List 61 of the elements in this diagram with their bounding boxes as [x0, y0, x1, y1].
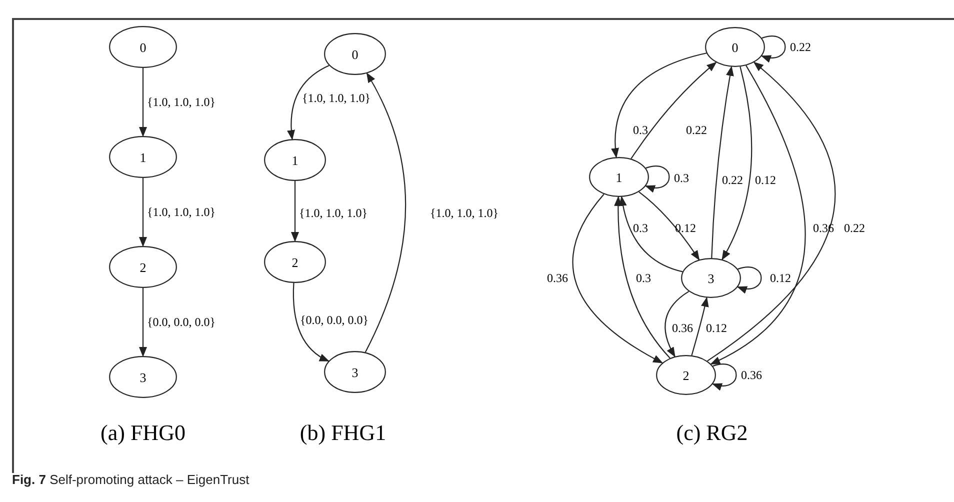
node-label: 0	[732, 40, 738, 54]
subfigure-caption: (c) RG2	[676, 422, 748, 444]
node-label: 0	[352, 48, 358, 60]
edge-label: {1.0, 1.0, 1.0}	[430, 207, 499, 219]
arrow	[572, 194, 664, 364]
arrow	[760, 36, 786, 62]
edge-label: 0.36	[547, 272, 568, 284]
node-label: 3	[352, 366, 358, 378]
edge-label: 0.12	[770, 272, 791, 284]
edge-label: 0.22	[722, 174, 743, 186]
edge-label: 0.22	[790, 41, 811, 53]
edge-label: 0.22	[844, 222, 865, 234]
subfigure-caption: (b) FHG1	[300, 422, 386, 444]
edge-label: {1.0, 1.0, 1.0}	[147, 206, 216, 218]
edge-label: 0.12	[706, 322, 727, 334]
node-label: 1	[292, 154, 298, 166]
node-label: 3	[708, 272, 714, 284]
edge-label: 0.22	[686, 124, 707, 136]
edge-label: {0.0, 0.0, 0.0}	[147, 316, 216, 328]
edge-label: 0.36	[741, 369, 762, 381]
edge-label: {1.0, 1.0, 1.0}	[302, 92, 371, 104]
arrow	[644, 166, 670, 192]
edge-label: 0.3	[636, 272, 651, 284]
edge-label: 0.12	[675, 222, 696, 234]
arrow	[292, 282, 330, 362]
edge-label: {0.0, 0.0, 0.0}	[300, 314, 369, 326]
node-label: 1	[140, 150, 146, 164]
arrow	[139, 288, 147, 357]
node-label: 2	[682, 368, 690, 382]
arrow	[630, 62, 717, 160]
edge-label: {1.0, 1.0, 1.0}	[147, 96, 216, 108]
arrow	[722, 66, 752, 260]
arrow	[291, 181, 299, 242]
edge-label: 0.3	[674, 172, 689, 184]
arrow	[707, 62, 836, 362]
arrow	[664, 291, 690, 358]
edge-label: {1.0, 1.0, 1.0}	[299, 207, 368, 219]
arrow	[287, 65, 330, 140]
arrow	[614, 196, 670, 358]
arrow	[638, 191, 700, 260]
edge-label: 0.3	[633, 124, 648, 136]
figure-caption: Fig. 7 Self-promoting attack – EigenTrust	[12, 471, 250, 489]
arrow	[139, 68, 147, 137]
arrow	[619, 196, 683, 272]
arrow	[712, 364, 737, 390]
node-label: 2	[140, 260, 146, 274]
arrow	[736, 266, 762, 293]
arrow	[710, 65, 806, 364]
arrow	[364, 72, 406, 352]
arrow	[711, 66, 734, 258]
node-label: 2	[292, 256, 298, 268]
node-label: 1	[616, 170, 622, 184]
arrow	[139, 178, 147, 247]
subfigure-caption: (a) FHG0	[100, 422, 186, 444]
node-label: 3	[140, 370, 146, 384]
node-label: 0	[140, 40, 146, 54]
edge-label: 0.12	[755, 174, 776, 186]
arrow	[691, 296, 709, 356]
arrow	[612, 52, 707, 158]
edge-label: 0.36	[672, 322, 693, 334]
edge-label: 0.3	[633, 222, 648, 234]
